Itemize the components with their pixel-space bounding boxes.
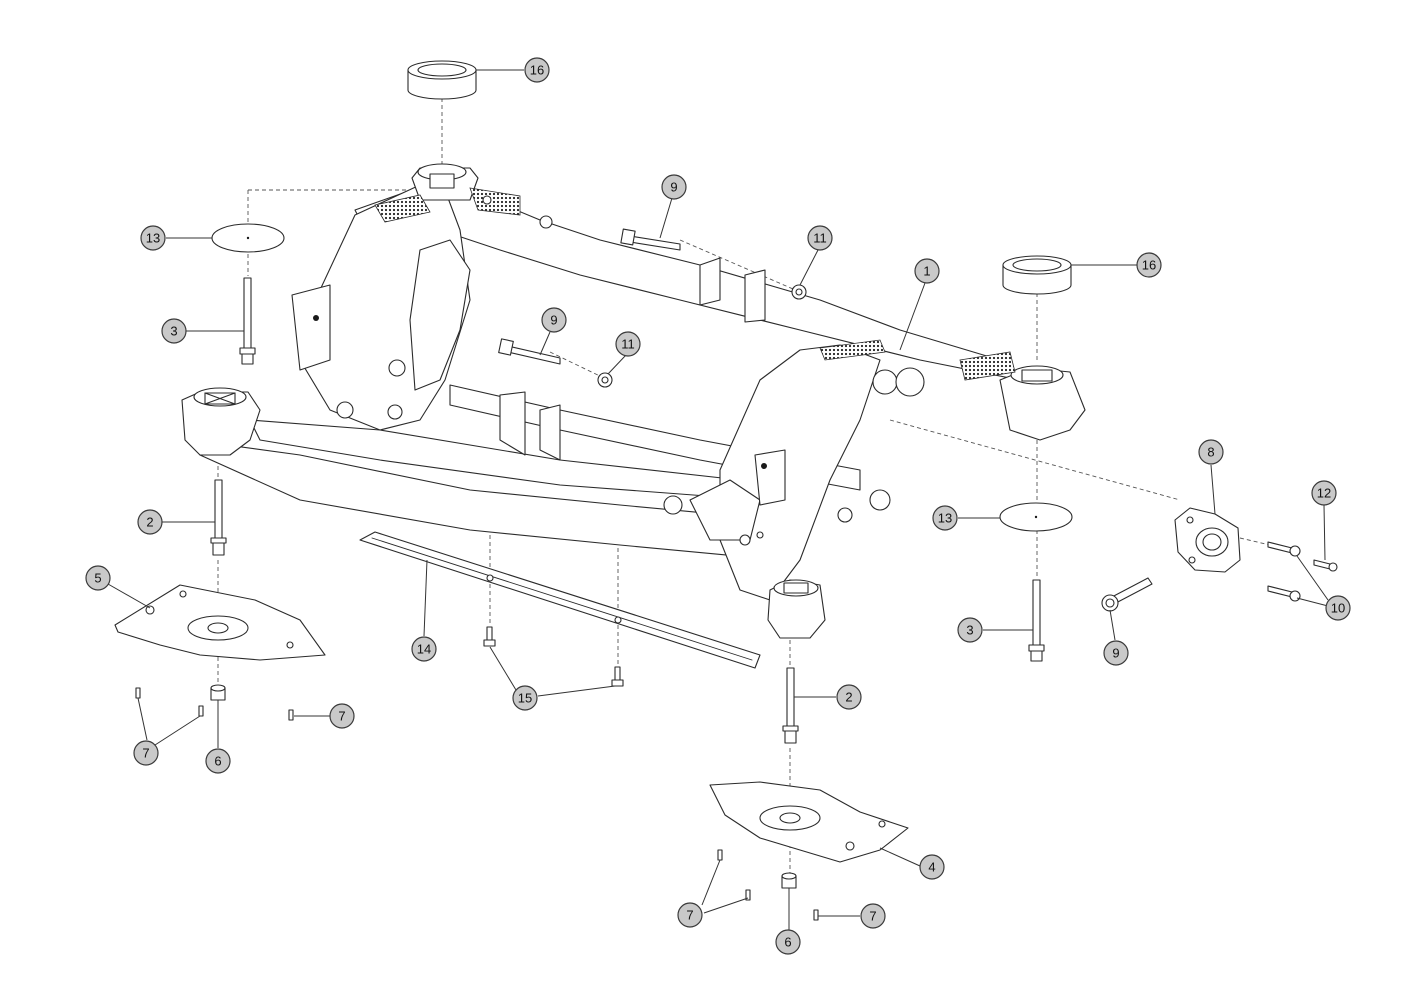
- svg-text:13: 13: [146, 231, 160, 246]
- bolt-12: [1313, 559, 1338, 572]
- svg-text:9: 9: [670, 180, 677, 195]
- svg-text:7: 7: [686, 908, 693, 923]
- washer-right: [999, 502, 1073, 532]
- callout-3-right: 3: [957, 617, 983, 643]
- bolt-10-lower: [1267, 585, 1301, 602]
- callout-4: 4: [919, 854, 945, 880]
- callout-15: 15: [512, 685, 538, 711]
- screws-15: [483, 626, 624, 687]
- svg-text:2: 2: [845, 690, 852, 705]
- stud-right: [782, 667, 799, 744]
- callouts: 16 16 13 13 9 9 9 11 11 1 3 3 8 12 10 2 …: [85, 57, 1351, 955]
- svg-text:4: 4: [928, 860, 935, 875]
- trim-rail: [359, 531, 761, 669]
- callout-7-d: 7: [860, 903, 886, 929]
- nut-6-right: [781, 872, 797, 889]
- callout-11-upper: 11: [807, 225, 833, 251]
- shield-plate-left: [114, 584, 326, 661]
- callout-9-upper: 9: [661, 174, 687, 200]
- callout-9-right: 9: [1103, 640, 1129, 666]
- callout-7-a: 7: [133, 740, 159, 766]
- rear-subframe: [181, 163, 1086, 639]
- svg-text:7: 7: [142, 746, 149, 761]
- callout-14: 14: [411, 636, 437, 662]
- callout-8: 8: [1198, 439, 1224, 465]
- bolt-9-upper: [620, 228, 681, 251]
- callout-3-left: 3: [161, 318, 187, 344]
- svg-text:11: 11: [813, 231, 827, 246]
- svg-text:15: 15: [518, 691, 532, 706]
- svg-text:7: 7: [869, 909, 876, 924]
- callout-2-left: 2: [137, 509, 163, 535]
- shield-plate-right: [709, 781, 909, 863]
- svg-text:9: 9: [550, 313, 557, 328]
- bump-stop-ring-left: [407, 60, 477, 100]
- svg-text:10: 10: [1331, 601, 1345, 616]
- svg-text:6: 6: [214, 754, 221, 769]
- svg-text:2: 2: [146, 515, 153, 530]
- callout-5: 5: [85, 565, 111, 591]
- callout-10: 10: [1325, 595, 1351, 621]
- callout-2-right: 2: [836, 684, 862, 710]
- stud-left: [210, 479, 227, 556]
- svg-text:8: 8: [1207, 445, 1214, 460]
- bushing-mount: [1174, 507, 1241, 573]
- svg-text:7: 7: [338, 709, 345, 724]
- nut-11-upper: [791, 284, 807, 300]
- svg-text:9: 9: [1112, 646, 1119, 661]
- screws-7: [135, 687, 819, 921]
- nut-6-left: [210, 684, 226, 701]
- svg-text:12: 12: [1317, 486, 1331, 501]
- bolt-10-upper: [1267, 541, 1301, 557]
- svg-text:3: 3: [170, 324, 177, 339]
- callout-9-middle: 9: [541, 307, 567, 333]
- long-bolt-right: [1028, 579, 1045, 662]
- callout-11-middle: 11: [615, 331, 641, 357]
- svg-text:3: 3: [966, 623, 973, 638]
- bolt-9-middle: [498, 338, 561, 365]
- callout-13-left: 13: [140, 225, 166, 251]
- callout-13-right: 13: [932, 505, 958, 531]
- washer-left: [211, 223, 285, 253]
- bolt-9-right: [1101, 577, 1153, 612]
- bump-stop-ring-right: [1002, 255, 1072, 295]
- svg-text:6: 6: [784, 935, 791, 950]
- callout-1: 1: [914, 258, 940, 284]
- svg-text:14: 14: [417, 642, 431, 657]
- callout-7-c: 7: [677, 902, 703, 928]
- callout-12: 12: [1311, 480, 1337, 506]
- callout-16-left: 16: [524, 57, 550, 83]
- long-bolt-left: [239, 277, 256, 365]
- callout-6-right: 6: [775, 929, 801, 955]
- leader-lines: [107, 69, 1329, 930]
- svg-text:11: 11: [621, 337, 635, 352]
- svg-text:16: 16: [1142, 258, 1156, 273]
- svg-text:5: 5: [94, 571, 101, 586]
- svg-text:13: 13: [938, 511, 952, 526]
- callout-7-b: 7: [329, 703, 355, 729]
- svg-text:16: 16: [530, 63, 544, 78]
- callout-16-right: 16: [1136, 252, 1162, 278]
- callout-6-left: 6: [205, 748, 231, 774]
- svg-text:1: 1: [923, 264, 930, 279]
- nut-11-middle: [597, 372, 613, 388]
